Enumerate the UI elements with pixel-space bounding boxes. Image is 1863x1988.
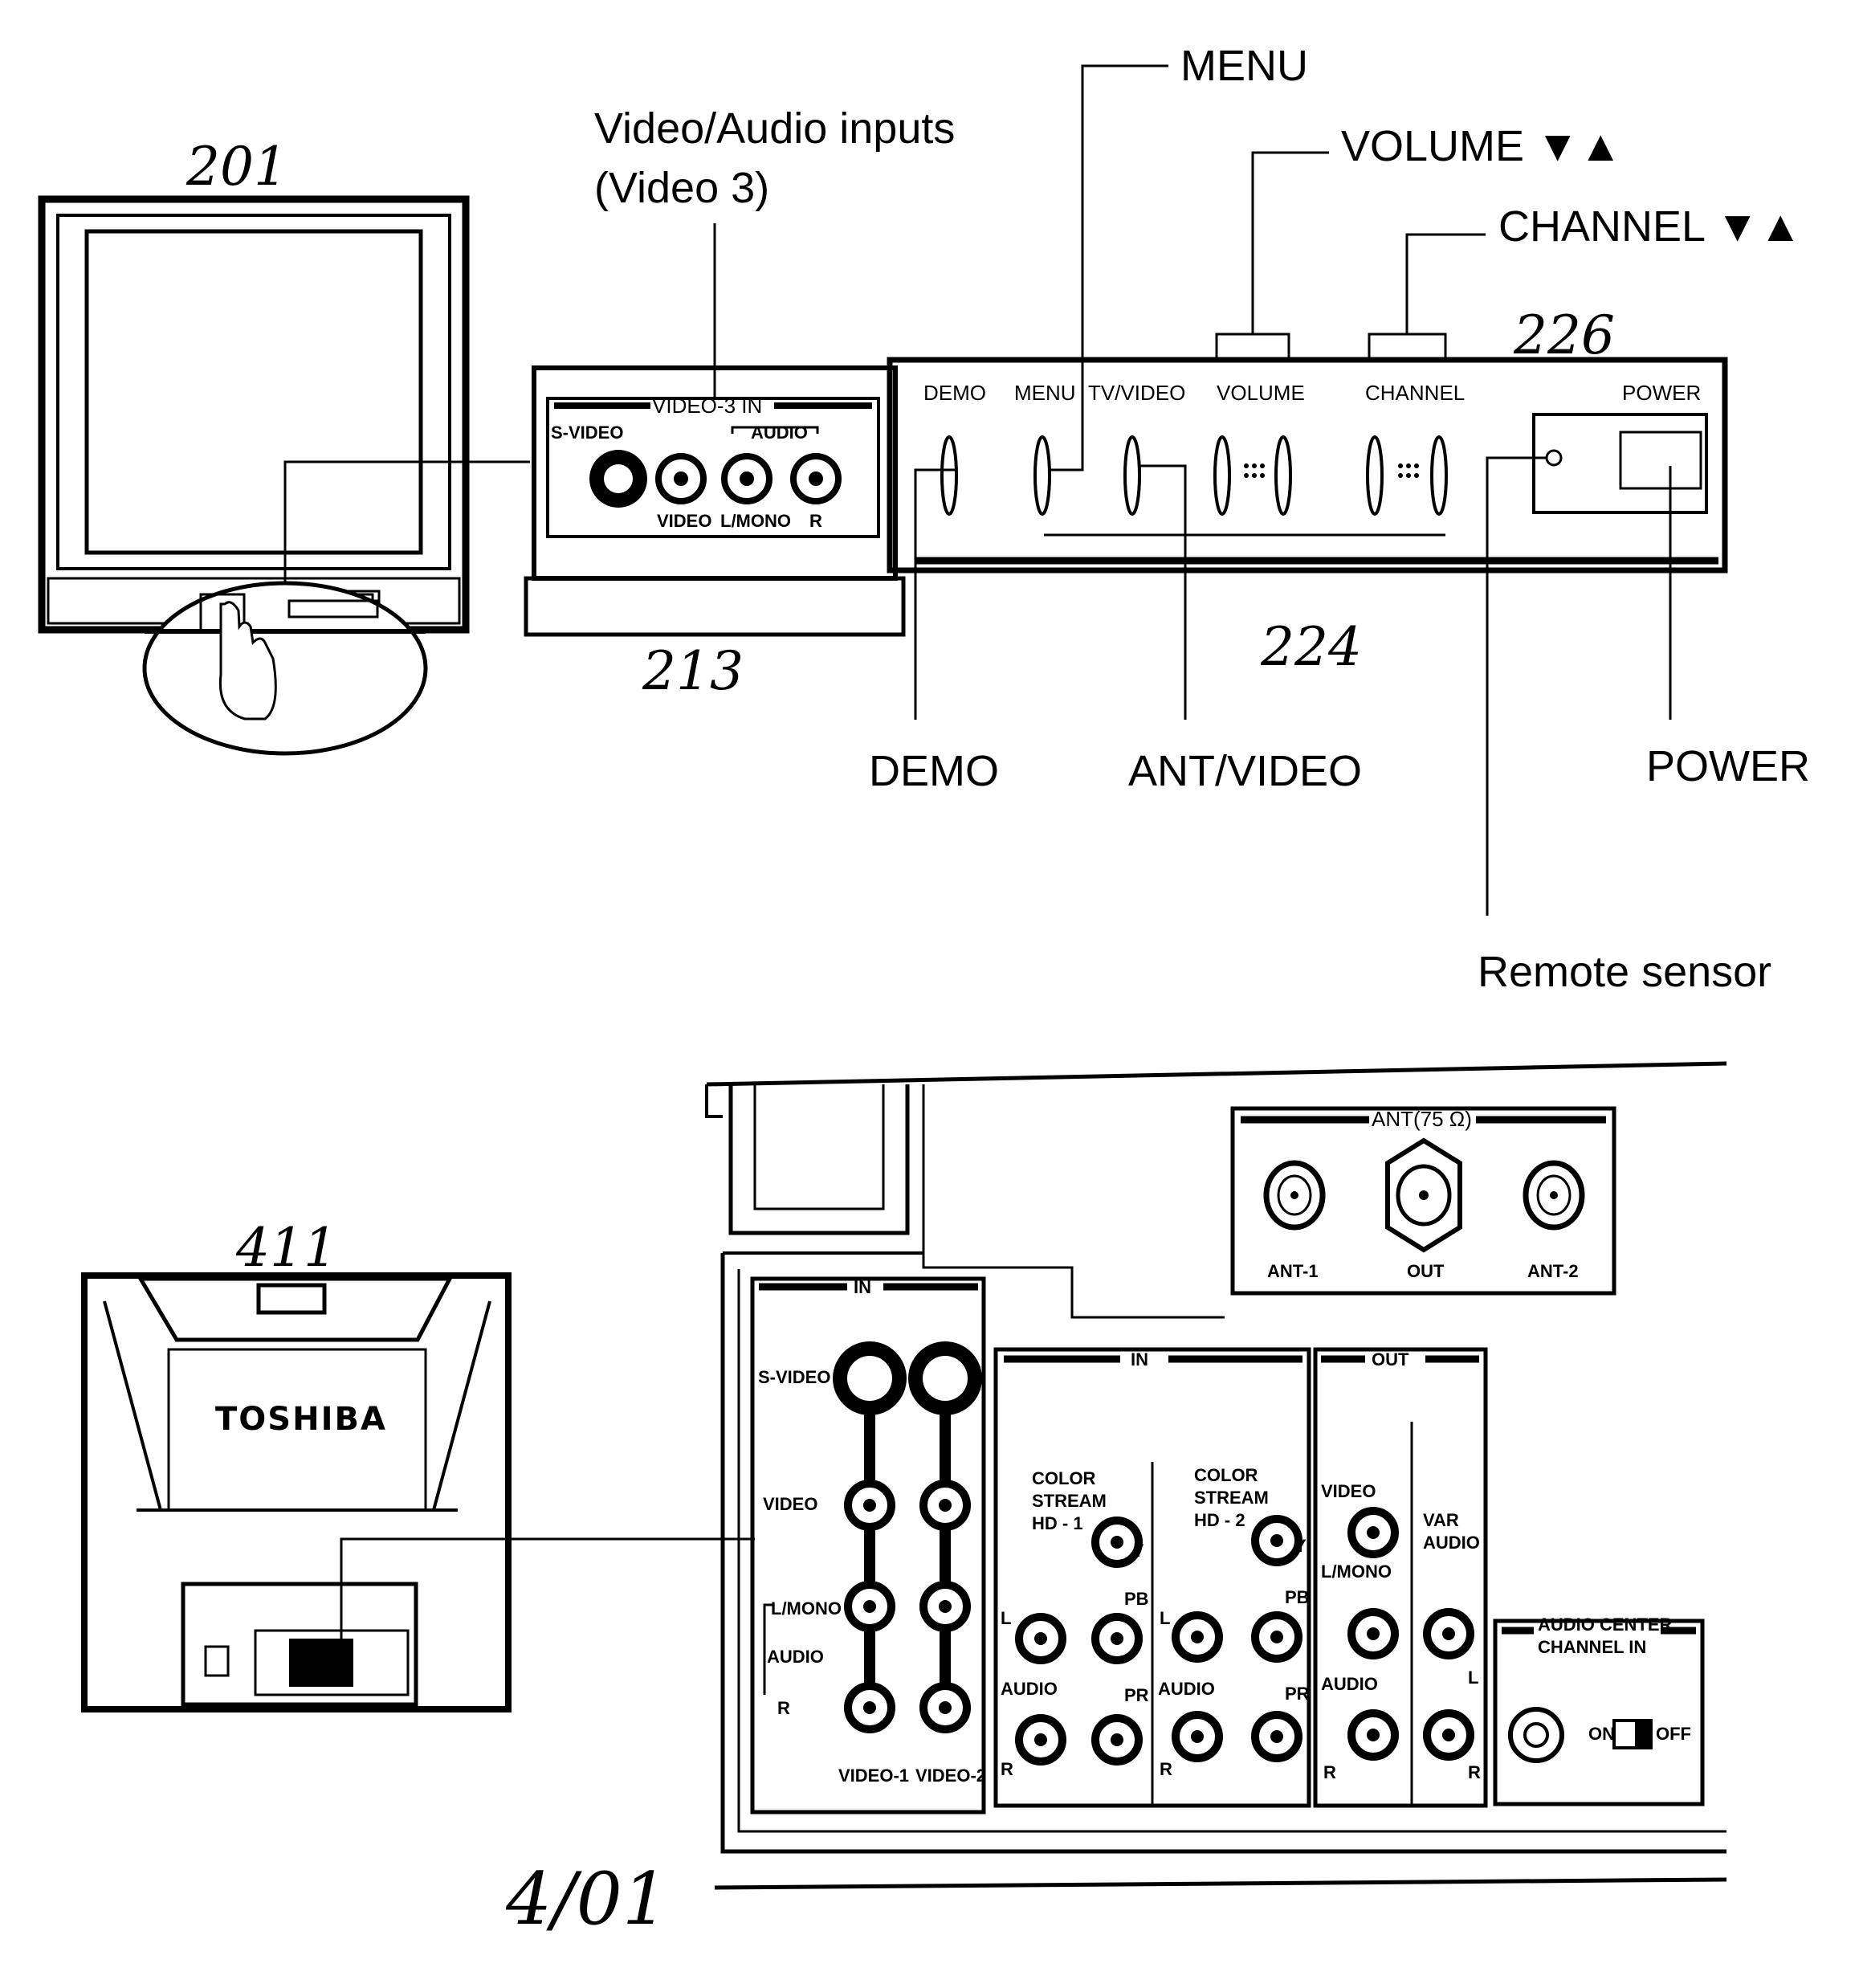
ref-411: 411 [235,1217,337,1279]
btn-volume-label: VOLUME [1217,381,1305,405]
var-l-label: L [1468,1668,1478,1688]
hd1-l-label: L [1001,1608,1011,1628]
front-jack-panel: VIDEO-3 IN S-VIDEO AUDIO VIDEO L/MONO R [524,365,906,637]
label-video-3: (Video 3) [594,164,769,212]
menu-button[interactable] [1033,435,1051,516]
channel-down-button[interactable] [1366,435,1384,516]
label-demo: DEMO [869,747,999,795]
tv-brand: TOSHIBA [215,1401,387,1438]
rear-lmono-label: L/MONO [771,1598,842,1619]
magnifier [142,460,530,756]
hd1-audio-label: AUDIO [1001,1679,1058,1699]
front-video-label: VIDEO [657,511,711,531]
label-ant-video: ANT/VIDEO [1128,747,1362,795]
btn-power-label: POWER [1622,381,1701,405]
front-svideo-label: S-VIDEO [551,423,623,443]
tvvideo-button[interactable] [1123,435,1141,516]
label-power: POWER [1646,742,1810,790]
hd2-stream-label: STREAM [1194,1488,1269,1508]
rear-jack-panel: ANT(75 Ω) ANT-1 OUT ANT-2 IN S-VIDEO VID… [705,1061,1727,1890]
date-note: 4/01 [505,1857,668,1941]
label-menu: MENU [1180,42,1308,90]
out-video-label: VIDEO [1321,1481,1376,1501]
ref-224: 224 [1260,616,1362,678]
hd2-color-label: COLOR [1194,1465,1258,1485]
ant2-label: ANT-2 [1527,1261,1579,1281]
ant-title: ANT(75 Ω) [1372,1107,1472,1131]
ant1-label: ANT-1 [1267,1261,1319,1281]
volume-up-button[interactable] [1274,435,1292,516]
hd1-pb-label: PB [1124,1589,1149,1609]
ref-213: 213 [642,640,744,702]
ant-out-label: OUT [1407,1261,1445,1281]
hd2-l-label: L [1160,1608,1170,1628]
rear-r-label: R [777,1698,790,1718]
rear-video-label: VIDEO [763,1494,817,1514]
hd2-audio-label: AUDIO [1158,1679,1215,1699]
front-panel-title: VIDEO-3 IN [652,394,762,418]
rear-out-title: OUT [1372,1349,1409,1370]
rear-in-middle-title: IN [1131,1349,1148,1370]
hd2-pb-label: PB [1285,1587,1310,1607]
label-video-audio-inputs: Video/Audio inputs [594,104,955,153]
out-audio-label: AUDIO [1321,1674,1378,1694]
out-r-label: R [1323,1762,1336,1782]
rear-audio-label: AUDIO [767,1647,824,1667]
switch-off-label: OFF [1656,1724,1691,1744]
var-r-label: R [1468,1762,1481,1782]
audio-center-label: AUDIO CENTER [1538,1614,1673,1635]
front-lmono-label: L/MONO [720,511,791,531]
ref-201: 201 [185,136,287,198]
rear-svideo-label: S-VIDEO [758,1367,830,1387]
channel-up-button[interactable] [1430,435,1448,516]
control-panel: DEMO MENU TV/VIDEO VOLUME CHANNEL POWER [887,357,1728,574]
var-label: VAR [1423,1510,1459,1530]
switch-on-label: ON [1588,1724,1615,1744]
ref-226: 226 [1513,304,1615,366]
tv-front [38,195,470,634]
btn-demo-label: DEMO [923,381,986,405]
var-audio-label: AUDIO [1423,1533,1480,1553]
hd1-hd1-label: HD - 1 [1032,1513,1083,1533]
remote-sensor-window [1545,449,1563,467]
front-r-label: R [809,511,822,531]
hd1-pr-label: PR [1124,1685,1149,1705]
hd1-color-label: COLOR [1032,1468,1096,1488]
hd2-hd2-label: HD - 2 [1194,1510,1245,1530]
label-remote-sensor: Remote sensor [1478,948,1771,996]
tv-back: TOSHIBA [81,1272,755,1712]
channel-in-label: CHANNEL IN [1538,1637,1646,1657]
rear-in-left-title: IN [854,1277,871,1297]
rear-video1-label: VIDEO-1 [838,1766,909,1786]
label-channel: CHANNEL ▼▲ [1498,202,1802,251]
btn-tvvideo-label: TV/VIDEO [1088,381,1185,405]
btn-menu-label: MENU [1014,381,1076,405]
hd1-stream-label: STREAM [1032,1491,1107,1511]
volume-down-button[interactable] [1213,435,1231,516]
front-audio-label: AUDIO [751,423,808,443]
label-volume: VOLUME ▼▲ [1341,122,1622,170]
btn-channel-label: CHANNEL [1365,381,1465,405]
hd2-r-label: R [1160,1759,1172,1779]
demo-button[interactable] [940,435,958,516]
out-lmono-label: L/MONO [1321,1561,1392,1582]
hd2-pr-label: PR [1285,1684,1310,1704]
hd1-r-label: R [1001,1759,1013,1779]
rear-video2-label: VIDEO-2 [915,1766,986,1786]
